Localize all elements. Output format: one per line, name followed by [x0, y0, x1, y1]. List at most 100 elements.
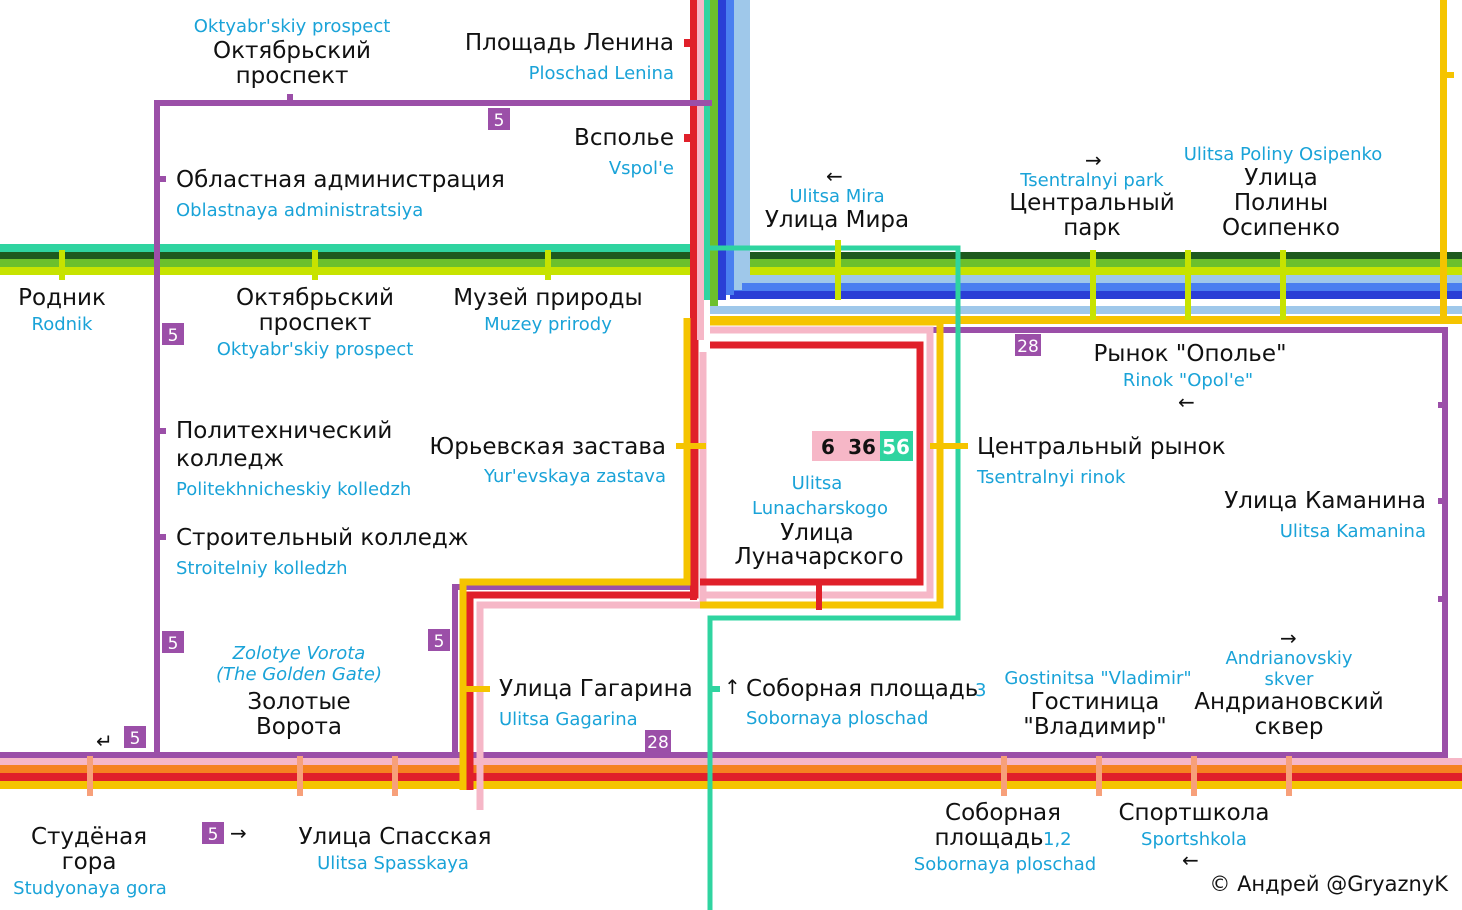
- station-sobornaya-3[interactable]: Соборная площадь 3 Sobornaya ploschad: [746, 676, 986, 729]
- station-rodnik[interactable]: Родник Rodnik: [18, 285, 106, 335]
- svg-text:Zolotye Vorota: Zolotye Vorota: [232, 643, 366, 664]
- svg-text:Соборная площадь: Соборная площадь: [746, 676, 978, 702]
- arrow-left-icon: ←: [1178, 390, 1195, 414]
- svg-text:проспект: проспект: [259, 310, 372, 336]
- svg-text:сквер: сквер: [1255, 714, 1324, 740]
- station-vspole[interactable]: Всполье Vspol'e: [574, 125, 674, 179]
- svg-text:Gostinitsa "Vladimir": Gostinitsa "Vladimir": [1004, 668, 1191, 689]
- svg-text:Ploschad Lenina: Ploschad Lenina: [529, 63, 674, 84]
- station-ploschad-lenina[interactable]: Площадь Ленина Ploschad Lenina: [465, 30, 674, 84]
- svg-text:Oblastnaya administratsiya: Oblastnaya administratsiya: [176, 200, 423, 221]
- svg-text:Площадь Ленина: Площадь Ленина: [465, 30, 674, 56]
- svg-text:Tsentralnyi park: Tsentralnyi park: [1019, 170, 1164, 191]
- svg-text:проспект: проспект: [236, 63, 349, 89]
- station-sobornaya-12[interactable]: Соборная площадь 1,2 Sobornaya ploschad: [914, 800, 1096, 875]
- svg-text:Центральный рынок: Центральный рынок: [977, 434, 1226, 460]
- svg-text:Центральный: Центральный: [1009, 190, 1175, 216]
- svg-text:Politekhnicheskiy kolledzh: Politekhnicheskiy kolledzh: [176, 479, 411, 500]
- svg-text:Политехнический: Политехнический: [176, 418, 392, 444]
- svg-text:Улица Мира: Улица Мира: [765, 207, 909, 233]
- svg-text:Полины: Полины: [1234, 190, 1328, 216]
- svg-text:Андриановский: Андриановский: [1194, 689, 1383, 715]
- svg-text:(The Golden Gate): (The Golden Gate): [216, 664, 382, 685]
- svg-text:Sobornaya ploschad: Sobornaya ploschad: [746, 708, 928, 729]
- svg-text:Всполье: Всполье: [574, 125, 674, 151]
- svg-text:Октябрьский: Октябрьский: [213, 38, 371, 64]
- svg-text:Октябрьский: Октябрьский: [236, 285, 394, 311]
- badge-28-right: 28: [1015, 334, 1041, 357]
- svg-text:"Владимир": "Владимир": [1023, 714, 1166, 740]
- station-oktyabrskiy-mid[interactable]: Октябрьский проспект Oktyabr'skiy prospe…: [217, 285, 414, 360]
- svg-text:6: 6: [821, 435, 835, 459]
- svg-text:Спортшкола: Спортшкола: [1119, 800, 1270, 826]
- svg-text:Ulitsa Poliny Osipenko: Ulitsa Poliny Osipenko: [1184, 144, 1383, 165]
- station-andrianovskiy[interactable]: Andrianovskiy skver Андриановский сквер: [1194, 648, 1383, 740]
- station-stroitelnyi[interactable]: Строительный колледж Stroitelniy kolledz…: [176, 525, 468, 579]
- svg-text:Oktyabr'skiy prospect: Oktyabr'skiy prospect: [217, 339, 414, 360]
- svg-text:Lunacharskogo: Lunacharskogo: [752, 498, 888, 519]
- svg-text:Vspol'e: Vspol'e: [609, 158, 674, 179]
- station-studyonaya[interactable]: Студёная гора Studyonaya gora: [13, 824, 167, 899]
- station-poliny-osipenko[interactable]: Ulitsa Poliny Osipenko Улица Полины Осип…: [1184, 144, 1383, 241]
- station-tsentralnyi-rynok[interactable]: Центральный рынок Tsentralnyi rinok: [976, 434, 1226, 488]
- svg-text:1,2: 1,2: [1043, 829, 1072, 850]
- station-tsentralnyi-park[interactable]: Tsentralnyi park Центральный парк: [1009, 170, 1175, 241]
- station-rynok-opole[interactable]: Рынок "Ополье" Rinok "Opol'e": [1093, 341, 1286, 391]
- svg-text:Ulitsa Gagarina: Ulitsa Gagarina: [499, 709, 638, 730]
- badge-28-bottom: 28: [645, 730, 671, 753]
- station-oktyabrskiy-top[interactable]: Oktyabr'skiy prospect Октябрьский проспе…: [194, 16, 391, 89]
- station-kamanina[interactable]: Улица Каманина Ulitsa Kamanina: [1224, 488, 1426, 542]
- svg-text:skver: skver: [1265, 669, 1315, 690]
- station-gagarina[interactable]: Улица Гагарина Ulitsa Gagarina: [499, 676, 693, 730]
- arrow-right-icon: →: [1085, 148, 1102, 172]
- svg-text:площадь: площадь: [934, 825, 1043, 851]
- badge-5-bottom: 5: [202, 822, 224, 845]
- badge-5-left-lower: 5: [162, 631, 184, 654]
- svg-text:Рынок "Ополье": Рынок "Ополье": [1093, 341, 1286, 367]
- svg-text:5: 5: [208, 825, 219, 845]
- svg-text:Родник: Родник: [18, 285, 106, 311]
- arrow-left-icon: ←: [1182, 848, 1199, 872]
- station-muzey[interactable]: Музей природы Muzey prirody: [453, 285, 642, 335]
- station-lunacharskogo[interactable]: Ulitsa Lunacharskogo Улица Луначарского: [734, 473, 903, 570]
- top-vertical-bundle: [690, 0, 1447, 600]
- svg-text:5: 5: [434, 632, 445, 652]
- station-gostinitsa[interactable]: Gostinitsa "Vladimir" Гостиница "Владими…: [1004, 668, 1191, 740]
- station-ulitsa-mira[interactable]: Ulitsa Mira Улица Мира: [765, 186, 909, 233]
- station-politekh[interactable]: Политехнический колледж Politekhnicheski…: [176, 418, 411, 500]
- svg-text:колледж: колледж: [176, 446, 284, 472]
- arrow-up-icon: ↑: [724, 675, 741, 699]
- station-spasskaya[interactable]: Улица Спасская Ulitsa Spasskaya: [298, 824, 491, 874]
- svg-text:Sportshkola: Sportshkola: [1141, 829, 1247, 850]
- route-number-box: 6 36 56: [812, 431, 913, 461]
- station-ticks: [59, 39, 1454, 796]
- station-zolotye-vorota[interactable]: Zolotye Vorota (The Golden Gate) Золотые…: [216, 643, 382, 740]
- svg-text:парк: парк: [1063, 215, 1121, 241]
- central-loop: [459, 245, 961, 910]
- station-oblastnaya[interactable]: Областная администрация Oblastnaya admin…: [176, 167, 505, 221]
- svg-text:Улица: Улица: [1244, 165, 1317, 191]
- svg-text:5: 5: [168, 326, 179, 346]
- station-yurevskaya[interactable]: Юрьевская застава Yur'evskaya zastava: [429, 434, 666, 487]
- svg-text:Осипенко: Осипенко: [1222, 215, 1340, 241]
- badge-5-left-upper: 5: [162, 323, 184, 346]
- svg-text:Tsentralnyi rinok: Tsentralnyi rinok: [976, 467, 1126, 488]
- svg-text:Oktyabr'skiy prospect: Oktyabr'skiy prospect: [194, 16, 391, 37]
- svg-text:5: 5: [168, 634, 179, 654]
- station-sportshkola[interactable]: Спортшкола Sportshkola: [1119, 800, 1270, 850]
- svg-text:Ulitsa Mira: Ulitsa Mira: [789, 186, 884, 207]
- svg-text:Sobornaya ploschad: Sobornaya ploschad: [914, 854, 1096, 875]
- svg-text:3: 3: [975, 680, 986, 701]
- svg-text:гора: гора: [62, 849, 117, 875]
- svg-text:Улица: Улица: [780, 520, 853, 546]
- svg-text:Ulitsa Kamanina: Ulitsa Kamanina: [1280, 521, 1426, 542]
- arrow-right-icon: →: [230, 821, 247, 845]
- arrow-left-icon: ←: [826, 164, 843, 188]
- svg-text:56: 56: [882, 435, 910, 459]
- svg-text:Гостиница: Гостиница: [1031, 689, 1160, 715]
- svg-text:Muzey prirody: Muzey prirody: [484, 314, 612, 335]
- return-arrow-icon: ↵: [96, 729, 113, 753]
- svg-text:Улица Спасская: Улица Спасская: [298, 824, 491, 850]
- svg-text:Строительный колледж: Строительный колледж: [176, 525, 468, 551]
